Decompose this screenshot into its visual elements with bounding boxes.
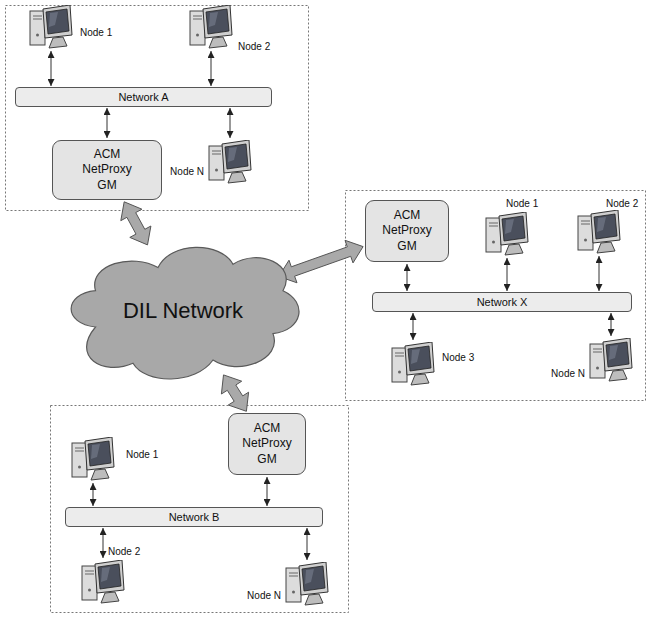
node-label: Node 2: [238, 41, 270, 52]
computer-icon: [207, 140, 253, 184]
gateway-box: ACM NetProxy GM: [228, 413, 306, 475]
computer-node: Node 1: [70, 437, 116, 481]
computer-node: Node N: [284, 562, 330, 606]
node-label: Node N: [247, 590, 281, 601]
region-outline: [346, 191, 646, 401]
node-label: Node 1: [126, 449, 158, 460]
dil-cloud: DIL Network: [58, 228, 308, 393]
lan-connector: [103, 528, 104, 558]
wan-link-arrow: [121, 202, 151, 245]
lan-connector: [267, 477, 268, 506]
computer-node: Node 2: [188, 5, 234, 49]
computer-icon: [284, 562, 330, 606]
computer-node: Node 3: [390, 342, 436, 386]
computer-node: Node 2: [80, 560, 126, 604]
lan-connector: [599, 256, 600, 291]
node-label: Node 3: [442, 352, 474, 363]
node-label: Node N: [551, 368, 585, 379]
node-label: Node 1: [80, 27, 112, 38]
computer-icon: [28, 5, 74, 49]
wan-link-arrow: [279, 240, 363, 282]
computer-node: Node N: [207, 140, 253, 184]
gateway-label: ACM NetProxy GM: [82, 147, 131, 194]
network-bus: Network B: [65, 507, 323, 527]
computer-icon: [588, 338, 634, 382]
gateway-box: ACM NetProxy GM: [52, 140, 162, 200]
region-outline: [51, 406, 349, 613]
node-label: Node 2: [108, 546, 140, 557]
cloud-label: DIL Network: [123, 298, 243, 324]
lan-connector: [51, 51, 52, 86]
node-label: Node 2: [606, 198, 638, 209]
lan-connector: [507, 258, 508, 291]
network-name: Network A: [118, 91, 168, 103]
lan-connector: [307, 528, 308, 560]
node-label: Node N: [170, 166, 204, 177]
node-label: Node 1: [506, 198, 538, 209]
lan-connector: [211, 51, 212, 86]
computer-node: Node 1: [484, 212, 530, 256]
network-name: Network X: [477, 296, 528, 308]
computer-icon: [390, 342, 436, 386]
computer-icon: [576, 210, 622, 254]
lan-connector: [611, 313, 612, 336]
lan-connector: [93, 483, 94, 506]
network-name: Network B: [169, 511, 220, 523]
computer-icon: [484, 212, 530, 256]
lan-connector: [407, 264, 408, 291]
lan-connector: [107, 108, 108, 138]
computer-node: Node 2: [576, 210, 622, 254]
lan-connector: [413, 313, 414, 340]
computer-node: Node N: [588, 338, 634, 382]
network-bus: Network A: [15, 87, 272, 107]
gateway-box: ACM NetProxy GM: [365, 200, 449, 262]
computer-icon: [188, 5, 234, 49]
computer-icon: [80, 560, 126, 604]
computer-icon: [70, 437, 116, 481]
gateway-label: ACM NetProxy GM: [382, 208, 431, 255]
region-outline: [6, 6, 309, 211]
network-bus: Network X: [372, 292, 632, 312]
wan-link-arrow: [221, 375, 248, 411]
gateway-label: ACM NetProxy GM: [242, 421, 291, 468]
lan-connector: [230, 108, 231, 138]
computer-node: Node 1: [28, 5, 74, 49]
